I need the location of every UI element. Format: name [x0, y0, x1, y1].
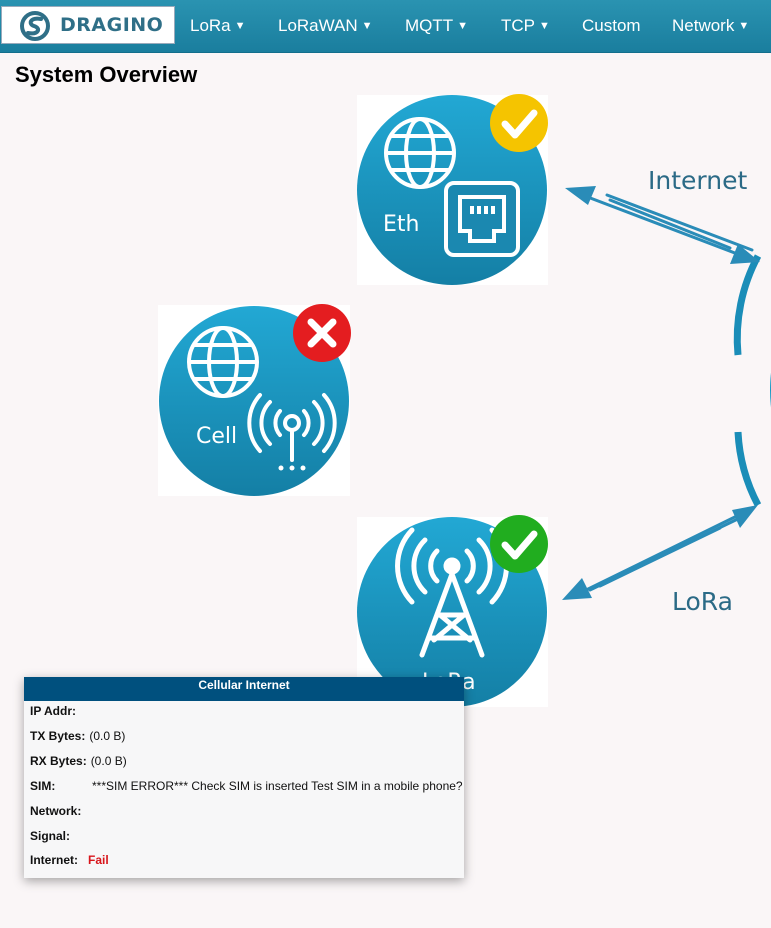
- dragino-logo-icon: [20, 11, 50, 41]
- panel-title: Cellular Internet: [24, 677, 464, 701]
- dots-icon: [278, 465, 306, 471]
- page-title: System Overview: [15, 62, 198, 87]
- globe-icon: [384, 117, 456, 189]
- rx-bytes-row: RX Bytes:(0.0 B): [30, 754, 127, 768]
- sim-value: ***SIM ERROR*** Check SIM is inserted Te…: [92, 779, 463, 793]
- ip-addr-label: IP Addr:: [30, 704, 77, 718]
- cellular-internet-panel: Cellular Internet IP Addr: TX Bytes:(0.0…: [24, 677, 464, 878]
- chevron-down-icon: ▼: [234, 20, 246, 32]
- nav-lora[interactable]: LoRa▼: [190, 16, 246, 35]
- internet-row: Internet: Fail: [30, 853, 109, 867]
- brand-name: DRAGINO: [60, 14, 164, 36]
- signal-label: Signal:: [30, 829, 71, 843]
- error-badge-icon: [293, 304, 351, 362]
- globe-icon: [187, 326, 259, 398]
- internet-arrows: [565, 186, 760, 264]
- lora-arrows: [562, 505, 758, 600]
- system-diagram: [158, 94, 771, 707]
- nav-custom[interactable]: Custom: [582, 16, 641, 35]
- tx-bytes-label: TX Bytes:: [30, 729, 86, 743]
- sim-label: SIM:: [30, 779, 56, 793]
- top-navbar: DRAGINO LoRa▼ LoRaWAN▼ MQTT▼ TCP▼ Custom…: [0, 0, 771, 53]
- gateway-ring: [733, 254, 771, 507]
- check-badge-icon: [490, 94, 548, 152]
- eth-node[interactable]: [357, 94, 548, 285]
- nav-network[interactable]: Network▼: [672, 16, 750, 35]
- cell-node[interactable]: [158, 304, 351, 496]
- cell-node-label: Cell: [196, 424, 238, 449]
- nav-mqtt[interactable]: MQTT▼: [405, 16, 469, 35]
- sim-row: SIM: ***SIM ERROR*** Check SIM is inserte…: [30, 779, 463, 793]
- chevron-down-icon: ▼: [457, 20, 469, 32]
- ethernet-port-icon: [444, 181, 520, 257]
- internet-label: Internet: [648, 166, 748, 195]
- antenna-icon: [247, 393, 337, 462]
- eth-node-label: Eth: [383, 212, 420, 237]
- chevron-down-icon: ▼: [539, 20, 550, 32]
- chevron-down-icon: ▼: [361, 20, 373, 32]
- lora-node[interactable]: [357, 515, 548, 707]
- rx-bytes-value: (0.0 B): [90, 754, 127, 768]
- ip-addr-row: IP Addr:: [30, 704, 80, 718]
- internet-status-value: Fail: [88, 853, 109, 867]
- network-row: Network:: [30, 804, 85, 818]
- tx-bytes-row: TX Bytes:(0.0 B): [30, 729, 125, 743]
- nav-lorawan[interactable]: LoRaWAN▼: [278, 16, 373, 35]
- signal-row: Signal:: [30, 829, 74, 843]
- tx-bytes-value: (0.0 B): [89, 729, 126, 743]
- lora-link-label: LoRa: [672, 587, 733, 616]
- nav-tcp[interactable]: TCP▼: [501, 16, 550, 35]
- check-badge-icon: [490, 515, 548, 573]
- rx-bytes-label: RX Bytes:: [30, 754, 87, 768]
- dragino-logo[interactable]: DRAGINO: [1, 6, 175, 44]
- internet-status-label: Internet:: [30, 853, 78, 867]
- chevron-down-icon: ▼: [738, 20, 750, 32]
- network-label: Network:: [30, 804, 82, 818]
